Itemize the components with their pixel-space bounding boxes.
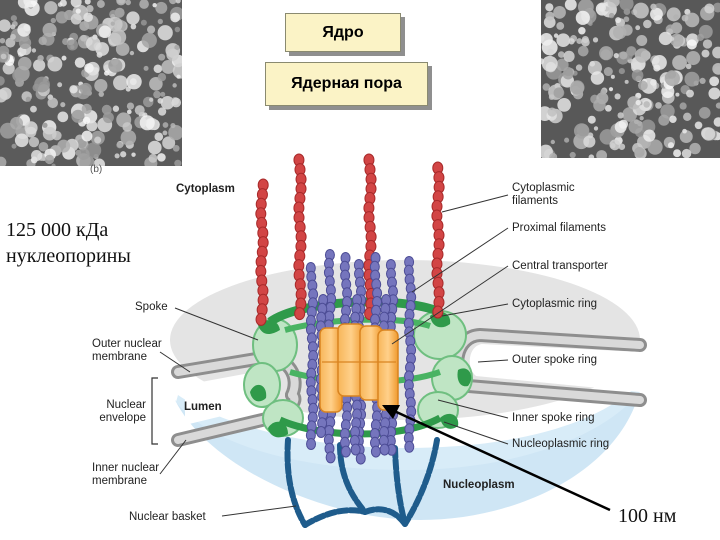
annotation-scale: 100 нм <box>618 505 677 527</box>
title-nuclear-pore: Ядерная пора <box>265 62 428 106</box>
label-cytoplasmic-filaments: Cytoplasmic filaments <box>512 182 575 208</box>
label-nucleoplasm: Nucleoplasm <box>443 479 515 491</box>
leader-lines <box>159 194 509 517</box>
photo-caption: (b) <box>90 164 103 175</box>
nuclear-envelope-bracket <box>151 377 158 445</box>
nuclear-basket <box>284 437 440 528</box>
lumen-right <box>469 344 640 392</box>
proximal-filament-1 <box>305 262 319 450</box>
label-nuclear-basket: Nuclear basket <box>129 511 206 523</box>
label-nuclear-envelope: Nuclear envelope <box>92 399 146 425</box>
label-proximal-filaments: Proximal filaments <box>512 222 606 234</box>
label-cytoplasmic-filaments-1: Cytoplasmic <box>512 182 575 194</box>
label-cytoplasm: Cytoplasm <box>176 183 235 195</box>
annotation-proteins: нуклеопорины <box>6 245 131 267</box>
label-cytoplasmic-ring: Cytoplasmic ring <box>512 298 597 310</box>
label-inner-nuclear-membrane-2: membrane <box>92 475 147 487</box>
cytoplasmic-filament-4 <box>431 161 445 319</box>
label-outer-nuclear-membrane-1: Outer nuclear <box>92 338 162 350</box>
annotation-mass: 125 000 кДа <box>6 219 109 241</box>
label-nuclear-envelope-1: Nuclear <box>106 399 146 411</box>
cytoplasmic-filaments <box>255 153 445 326</box>
label-outer-spoke-ring: Outer spoke ring <box>512 354 598 366</box>
label-inner-spoke-ring: Inner spoke ring <box>512 412 595 424</box>
label-nucleoplasmic-ring: Nucleoplasmic ring <box>512 438 610 450</box>
central-transporter <box>319 323 399 413</box>
label-central-transporter: Central transporter <box>512 260 608 272</box>
label-spoke: Spoke <box>135 301 168 313</box>
micrograph-left <box>0 0 182 166</box>
label-outer-nuclear-membrane-2: membrane <box>92 351 147 363</box>
scale-arrowhead <box>382 405 400 419</box>
title-nuclear-pore-text: Ядерная пора <box>291 75 402 92</box>
micrograph-right <box>541 0 720 158</box>
label-inner-nuclear-membrane-1: Inner nuclear <box>92 462 160 474</box>
label-inner-nuclear-membrane: Inner nuclear membrane <box>92 462 159 488</box>
label-nuclear-envelope-2: envelope <box>99 412 146 424</box>
nucleoplasm-upper <box>176 385 640 470</box>
cytoplasmic-filament-2 <box>293 153 307 321</box>
label-cytoplasmic-filaments-2: filaments <box>512 195 559 207</box>
label-outer-nuclear-membrane: Outer nuclear membrane <box>92 338 162 364</box>
cytoplasmic-filament-1 <box>255 178 269 326</box>
label-lumen: Lumen <box>184 401 222 413</box>
scale-arrow <box>391 408 611 512</box>
title-nucleus-text: Ядро <box>322 23 364 41</box>
cytoplasmic-filament-3 <box>363 153 377 321</box>
title-nucleus: Ядро <box>285 13 401 52</box>
